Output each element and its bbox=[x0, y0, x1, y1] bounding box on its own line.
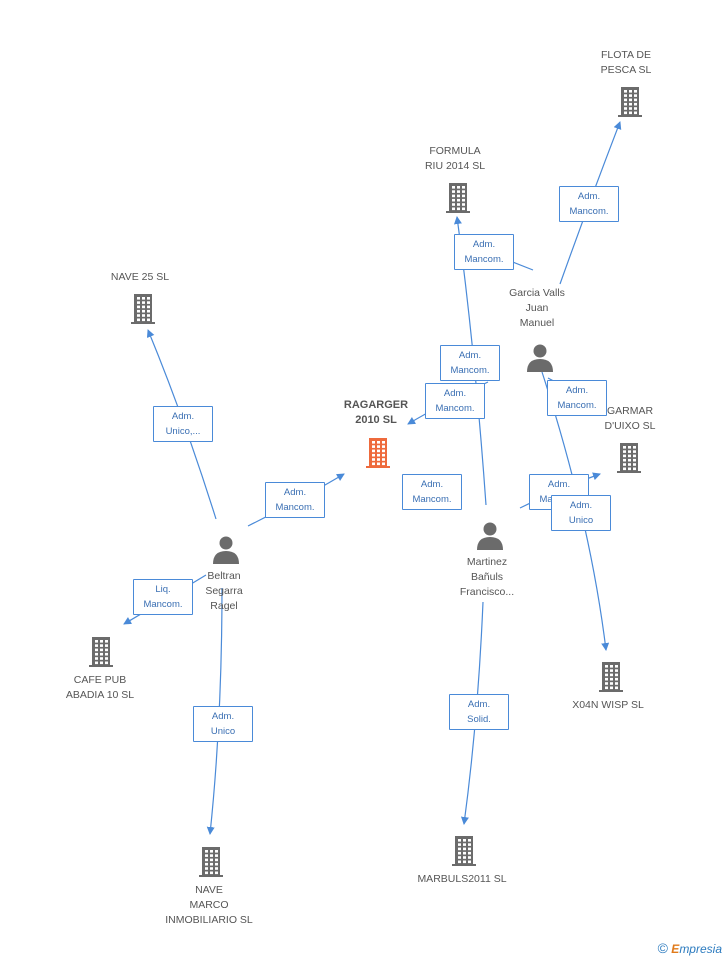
building-icon[interactable] bbox=[444, 181, 472, 218]
building-icon[interactable] bbox=[197, 845, 225, 882]
relation-label-r4[interactable]: Adm. Mancom. bbox=[425, 383, 485, 419]
building-icon[interactable] bbox=[616, 85, 644, 122]
relation-label-r10[interactable]: Adm. Mancom. bbox=[265, 482, 325, 518]
person-icon[interactable] bbox=[525, 342, 555, 377]
relation-label-r5[interactable]: Adm. Mancom. bbox=[402, 474, 462, 510]
relation-label-r2[interactable]: Adm. Mancom. bbox=[454, 234, 514, 270]
relation-label-r8[interactable]: Adm. Unico bbox=[551, 495, 611, 531]
node-label-nave25[interactable]: NAVE 25 SL bbox=[110, 271, 170, 283]
relation-label-r9[interactable]: Adm. Unico,... bbox=[153, 406, 213, 442]
node-label-formula[interactable]: FORMULA RIU 2014 SL bbox=[424, 145, 486, 172]
building-icon[interactable] bbox=[364, 436, 392, 473]
node-label-nave_marco[interactable]: NAVE MARCO INMOBILIARIO SL bbox=[165, 884, 253, 926]
building-icon[interactable] bbox=[450, 834, 478, 871]
empresia-logo[interactable]: © Empresia bbox=[657, 940, 722, 956]
node-label-x04n[interactable]: X04N WISP SL bbox=[572, 699, 644, 711]
node-label-flota[interactable]: FLOTA DE PESCA SL bbox=[600, 49, 652, 76]
node-label-ragarger[interactable]: RAGARGER 2010 SL bbox=[343, 399, 409, 426]
copyright-icon: © bbox=[657, 940, 668, 956]
building-icon[interactable] bbox=[129, 292, 157, 329]
node-label-cafe[interactable]: CAFE PUB ABADIA 10 SL bbox=[65, 674, 135, 701]
building-icon[interactable] bbox=[87, 635, 115, 672]
relation-label-r3[interactable]: Adm. Mancom. bbox=[440, 345, 500, 381]
relation-label-r6[interactable]: Adm. Mancom. bbox=[547, 380, 607, 416]
node-label-garcia[interactable]: Garcia Valls Juan Manuel bbox=[509, 287, 565, 329]
node-label-garmar[interactable]: GARMAR D'UIXO SL bbox=[604, 405, 656, 432]
relation-label-r12[interactable]: Adm. Unico bbox=[193, 706, 253, 742]
building-icon[interactable] bbox=[615, 441, 643, 478]
person-icon[interactable] bbox=[211, 534, 241, 569]
relation-label-r1[interactable]: Adm. Mancom. bbox=[559, 186, 619, 222]
person-icon[interactable] bbox=[475, 520, 505, 555]
node-label-martinez[interactable]: Martinez Bañuls Francisco... bbox=[459, 556, 515, 598]
relation-label-r11[interactable]: Liq. Mancom. bbox=[133, 579, 193, 615]
building-icon[interactable] bbox=[597, 660, 625, 697]
node-label-marbuls[interactable]: MARBULS2011 SL bbox=[417, 873, 507, 885]
node-label-beltran[interactable]: Beltran Segarra Ragel bbox=[205, 570, 243, 612]
relation-label-r14[interactable]: Adm. Solid. bbox=[449, 694, 509, 730]
